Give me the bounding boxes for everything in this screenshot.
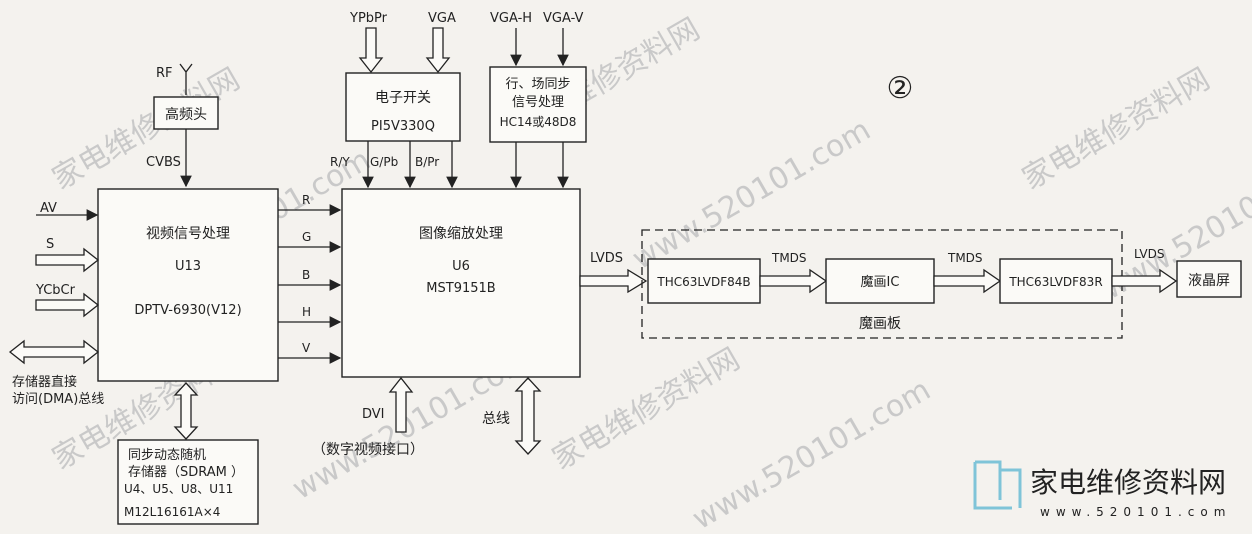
sync-proc-box <box>489 66 587 143</box>
lcd-label: 液晶屏 <box>1188 273 1230 289</box>
ry-label: R/Y <box>330 155 350 169</box>
sdram-line3: U4、U5、U8、U11 <box>124 482 233 496</box>
ypbpr-arrow <box>358 27 384 74</box>
sdram-bus-arrow <box>173 382 199 440</box>
sync-proc-line2: 信号处理 <box>512 95 564 110</box>
bus-arrow <box>514 377 542 455</box>
cvbs-label: CVBS <box>146 155 181 170</box>
chip3-label: THC63LVDF83R <box>1008 275 1102 289</box>
s-arrow <box>35 247 100 273</box>
tuner-label: 高频头 <box>165 106 207 123</box>
dma-label-2: 访问(DMA)总线 <box>12 392 104 407</box>
chip1-label: THC63LVDF84B <box>656 275 750 289</box>
bus-label: 总线 <box>482 411 510 427</box>
gpb-label: G/Pb <box>370 155 398 169</box>
decoder-box <box>97 188 279 382</box>
watermark-text: www.520101.com <box>687 372 937 534</box>
video-switch-title: 电子开关 <box>375 90 431 106</box>
sync-proc-line3: HC14或48D8 <box>500 115 577 129</box>
decoder-title: 视频信号处理 <box>146 226 230 242</box>
lvds2-arrow <box>1111 268 1178 294</box>
tmds1-arrow <box>759 268 828 294</box>
video-switch-part: PI5V330Q <box>371 119 435 134</box>
dma-label-1: 存储器直接 <box>12 374 77 390</box>
antenna-icon <box>179 63 193 95</box>
vga-h-label: VGA-H <box>490 11 532 26</box>
dvi-arrow <box>388 376 414 433</box>
tuner-box <box>153 96 219 130</box>
ycbcr-arrow <box>35 292 100 318</box>
dma-bus-arrow <box>8 339 100 365</box>
tmds2-label: TMDS <box>947 251 983 265</box>
rf-label: RF <box>156 66 173 81</box>
watermark-logo: 家电维修资料网 www.520101.com <box>973 460 1231 519</box>
sdram-line2: 存储器（SDRAM ） <box>128 465 244 480</box>
av-label: AV <box>40 201 57 216</box>
r-label: R <box>302 193 310 207</box>
chip2-label: 魔画IC <box>861 275 900 290</box>
s-label: S <box>46 237 54 252</box>
h-label: H <box>302 305 311 319</box>
sdram-line1: 同步动态随机 <box>128 448 206 463</box>
v-label: V <box>302 341 311 355</box>
watermark-logo-title: 家电维修资料网 <box>1030 466 1226 499</box>
dvi-label: DVI <box>362 407 385 422</box>
ypbpr-label: YPbPr <box>349 11 388 26</box>
magic-board-label: 魔画板 <box>859 316 901 332</box>
scaler-ref: U6 <box>452 259 470 274</box>
scaler-title: 图像缩放处理 <box>419 226 503 242</box>
bpr-label: B/Pr <box>415 155 439 169</box>
rgbhv-bus <box>278 204 342 364</box>
sdram-line4: M12L16161A×4 <box>124 505 220 519</box>
sync-proc-line1: 行、场同步 <box>505 77 570 92</box>
tmds1-label: TMDS <box>771 251 807 265</box>
sdram-box <box>117 439 259 525</box>
lvds1-arrow <box>579 268 648 294</box>
decoder-ref: U13 <box>175 259 201 274</box>
lcd-box <box>1176 260 1242 298</box>
lvds1-label: LVDS <box>590 251 623 266</box>
decoder-part: DPTV-6930(V12) <box>134 303 241 318</box>
tmds2-arrow <box>933 268 1002 294</box>
ycbcr-label: YCbCr <box>35 283 76 298</box>
b-label: B <box>302 268 310 282</box>
video-switch-box <box>345 72 461 142</box>
watermark-text: www.520101.com <box>627 112 877 277</box>
dvi-desc: （数字视频接口） <box>312 441 424 458</box>
chip1-box <box>647 258 761 304</box>
vga-v-label: VGA-V <box>543 11 584 26</box>
chip2-box <box>825 258 935 304</box>
lvds2-label: LVDS <box>1134 247 1164 261</box>
circle-number: ② <box>887 71 914 106</box>
watermark-logo-url: www.520101.com <box>1040 505 1231 519</box>
scaler-part: MST9151B <box>426 281 495 296</box>
watermark-text: 家电维修资料网 <box>1017 62 1216 197</box>
vga-arrow <box>425 27 451 74</box>
g-label: G <box>302 230 311 244</box>
vga-label: VGA <box>428 11 456 26</box>
